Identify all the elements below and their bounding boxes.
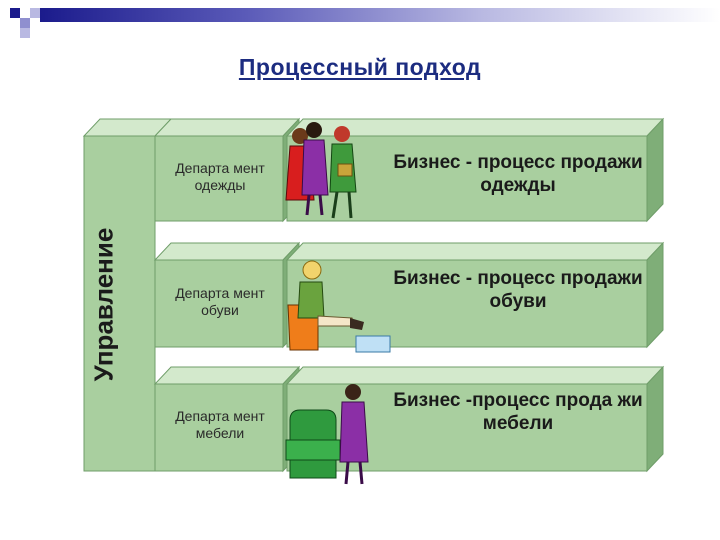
process-line: Бизнес - процесс продажи (393, 268, 643, 289)
department-line: обуви (201, 301, 239, 318)
decor-square (30, 8, 40, 18)
department-line: мебели (195, 424, 245, 441)
management-label: Управление (88, 227, 119, 381)
process-label-clothes: Бизнес - процесс продажи одежды (368, 152, 668, 198)
process-line: мебели (482, 412, 554, 434)
shoe-shopper-illustration (287, 260, 391, 353)
department-label-clothes: Департа мент одежды (157, 160, 283, 194)
process-block-furniture (285, 365, 665, 473)
department-line: Департа мент (175, 160, 265, 176)
process-block-shoes (285, 241, 665, 349)
process-line: Бизнес -процесс прода жи (393, 390, 643, 411)
process-label-shoes: Бизнес - процесс продажи обуви (368, 268, 668, 314)
process-line: обуви (489, 290, 547, 312)
header-gradient-bar (40, 8, 720, 22)
department-line: одежды (194, 176, 246, 193)
process-line: Бизнес - процесс продажи (393, 152, 643, 173)
department-line: Департа мент (175, 408, 265, 424)
department-block-shoes (153, 241, 301, 349)
management-block (82, 118, 173, 472)
decor-square (10, 8, 20, 18)
department-line: Департа мент (175, 285, 265, 301)
department-label-shoes: Департа мент обуви (157, 285, 283, 319)
process-label-furniture: Бизнес -процесс прода жи мебели (368, 390, 668, 436)
furniture-shopper-illustration (285, 384, 369, 485)
slide-title: Процессный подход (238, 54, 482, 80)
process-line: одежды (480, 174, 556, 196)
department-label-furniture: Департа мент мебели (157, 408, 283, 442)
decor-square (20, 28, 30, 38)
department-block-furniture (153, 365, 301, 473)
clothes-shoppers-illustration (285, 122, 357, 219)
decor-square (20, 18, 30, 28)
